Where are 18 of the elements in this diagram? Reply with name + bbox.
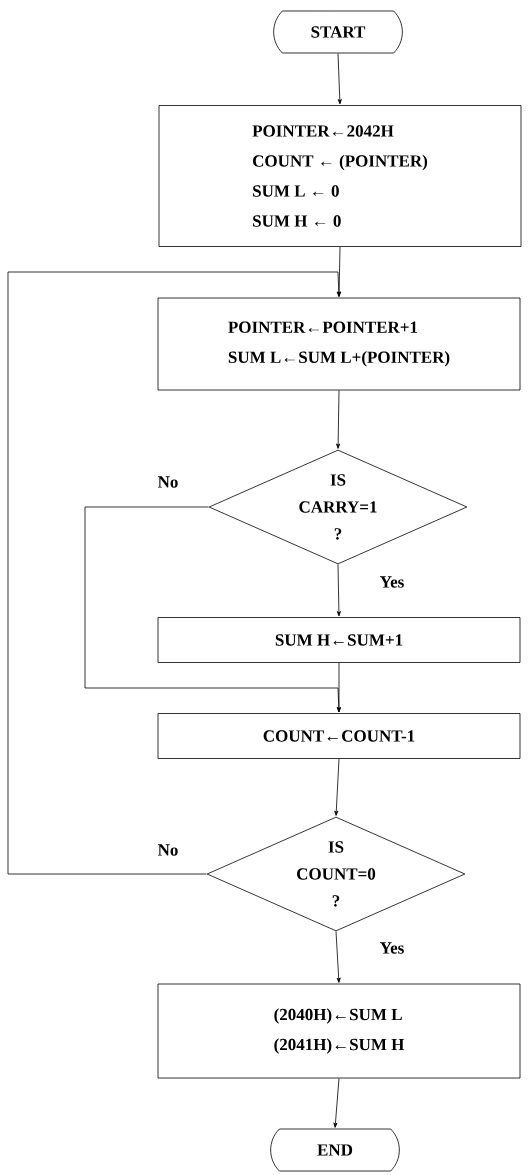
edge-label: No — [156, 475, 180, 489]
arrow — [84, 506, 341, 713]
arrow — [7, 271, 341, 875]
edge-label: No — [156, 843, 180, 857]
arrow — [336, 564, 341, 617]
arrow — [334, 758, 340, 816]
arrow — [336, 390, 341, 449]
arrow — [337, 53, 342, 105]
arrow — [333, 1078, 340, 1128]
edge-label: Yes — [378, 941, 406, 955]
process-box: COUNT←COUNT-1 — [157, 713, 521, 759]
arrow — [335, 931, 341, 983]
process-box: SUM H←SUM+1 — [157, 617, 521, 663]
arrow — [337, 662, 341, 713]
process-box: (2040H)←SUM L (2041H)←SUM H — [157, 983, 521, 1079]
edge-label: Yes — [378, 575, 406, 589]
process-box: POINTER←2042H COUNT ← (POINTER) SUM L ← 0 SUM H ← 0 — [158, 105, 522, 247]
process-box: POINTER←POINTER+1 SUM L←SUM L+(POINTER) — [157, 297, 521, 391]
